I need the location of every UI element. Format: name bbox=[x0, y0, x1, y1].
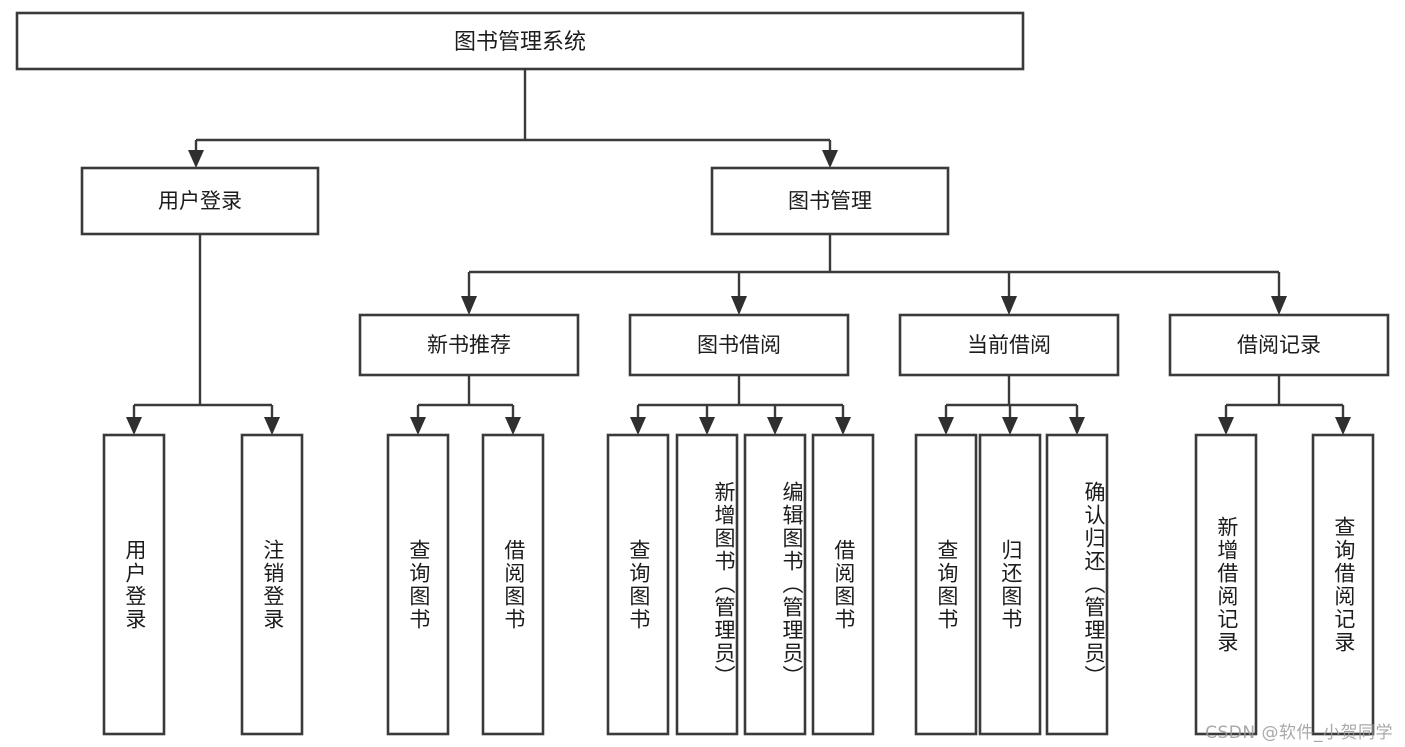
arrow-head-current-borrow bbox=[1001, 296, 1017, 315]
arrow-head-leaf-return-book bbox=[1002, 417, 1018, 435]
arrow-head-borrow-record bbox=[1271, 296, 1287, 315]
node-root-label: 图书管理系统 bbox=[454, 30, 586, 55]
node-leaf-borrow-book-a-box[interactable] bbox=[481, 433, 545, 736]
node-leaf-return-book-box[interactable] bbox=[978, 433, 1042, 736]
node-leaf-borrow-book-b-box[interactable] bbox=[811, 433, 875, 736]
node-book-management-box[interactable] bbox=[710, 166, 950, 236]
arrow-head-book-borrow bbox=[731, 296, 747, 315]
arrow-head-leaf-query-book-a bbox=[410, 417, 426, 435]
node-new-book-recommend-label: 新书推荐 bbox=[427, 333, 511, 357]
node-leaf-logout-box[interactable] bbox=[240, 433, 304, 736]
node-borrow-record[interactable]: 借阅记录 bbox=[1168, 313, 1390, 377]
csdn-watermark: CSDN @软件_小贺同学 bbox=[1205, 723, 1393, 743]
arrow-head-leaf-borrow-book-a bbox=[505, 417, 521, 435]
node-leaf-query-book-c-box[interactable] bbox=[914, 433, 978, 736]
connector-group-book-management bbox=[461, 234, 1287, 315]
arrow-head-leaf-query-book-b bbox=[630, 417, 646, 435]
node-user-login[interactable]: 用户登录 bbox=[80, 166, 320, 236]
arrow-head-leaf-query-book-c bbox=[938, 417, 954, 435]
arrow-head-leaf-add-book bbox=[699, 417, 715, 435]
node-root-system[interactable]: 图书管理系统 bbox=[15, 11, 1025, 71]
node-leaf-query-record-box[interactable] bbox=[1311, 433, 1375, 736]
connector-group-current-borrow bbox=[938, 375, 1085, 435]
arrow-head-leaf-user-login bbox=[126, 417, 142, 435]
node-borrow-record-box[interactable] bbox=[1168, 313, 1390, 377]
arrow-head-new-book-recommend bbox=[461, 296, 477, 315]
node-root-box[interactable] bbox=[15, 11, 1025, 71]
connector-group-borrow-record bbox=[1218, 375, 1351, 435]
node-book-borrow-box[interactable] bbox=[628, 313, 850, 377]
node-current-borrow-label: 当前借阅 bbox=[967, 333, 1051, 357]
node-leaf-user-login-box[interactable] bbox=[102, 433, 166, 736]
node-leaf-add-book-box[interactable] bbox=[675, 433, 739, 736]
connector-group-root bbox=[188, 69, 838, 168]
node-leaf-confirm-return-box[interactable] bbox=[1045, 433, 1109, 736]
arrow-head-user-login bbox=[188, 150, 204, 168]
arrow-head-leaf-borrow-book-b bbox=[835, 417, 851, 435]
connector-group-new-book-recommend bbox=[410, 375, 521, 435]
arrow-head-book-management bbox=[822, 150, 838, 168]
node-borrow-record-label: 借阅记录 bbox=[1237, 333, 1321, 357]
node-current-borrow[interactable]: 当前借阅 bbox=[898, 313, 1120, 377]
arrow-head-leaf-add-record bbox=[1218, 417, 1234, 435]
arrow-head-leaf-query-record bbox=[1335, 417, 1351, 435]
node-new-book-recommend[interactable]: 新书推荐 bbox=[358, 313, 580, 377]
node-leaf-edit-book-box[interactable] bbox=[743, 433, 807, 736]
connector-group-user-login bbox=[126, 234, 280, 435]
node-book-management[interactable]: 图书管理 bbox=[710, 166, 950, 236]
arrow-head-leaf-edit-book bbox=[767, 417, 783, 435]
arrow-head-leaf-confirm-return bbox=[1069, 417, 1085, 435]
node-book-borrow[interactable]: 图书借阅 bbox=[628, 313, 850, 377]
connector-group-book-borrow bbox=[630, 375, 851, 435]
node-leaf-query-book-b-box[interactable] bbox=[606, 433, 670, 736]
node-new-book-recommend-box[interactable] bbox=[358, 313, 580, 377]
node-user-login-box[interactable] bbox=[80, 166, 320, 236]
node-book-borrow-label: 图书借阅 bbox=[697, 333, 781, 357]
node-leaf-query-book-a-box[interactable] bbox=[386, 433, 450, 736]
arrow-head-leaf-logout bbox=[264, 417, 280, 435]
leaf-boxes-group bbox=[102, 433, 1375, 736]
node-book-management-label: 图书管理 bbox=[788, 189, 872, 213]
node-leaf-add-record-box[interactable] bbox=[1194, 433, 1258, 736]
node-user-login-label: 用户登录 bbox=[158, 189, 242, 213]
node-current-borrow-box[interactable] bbox=[898, 313, 1120, 377]
